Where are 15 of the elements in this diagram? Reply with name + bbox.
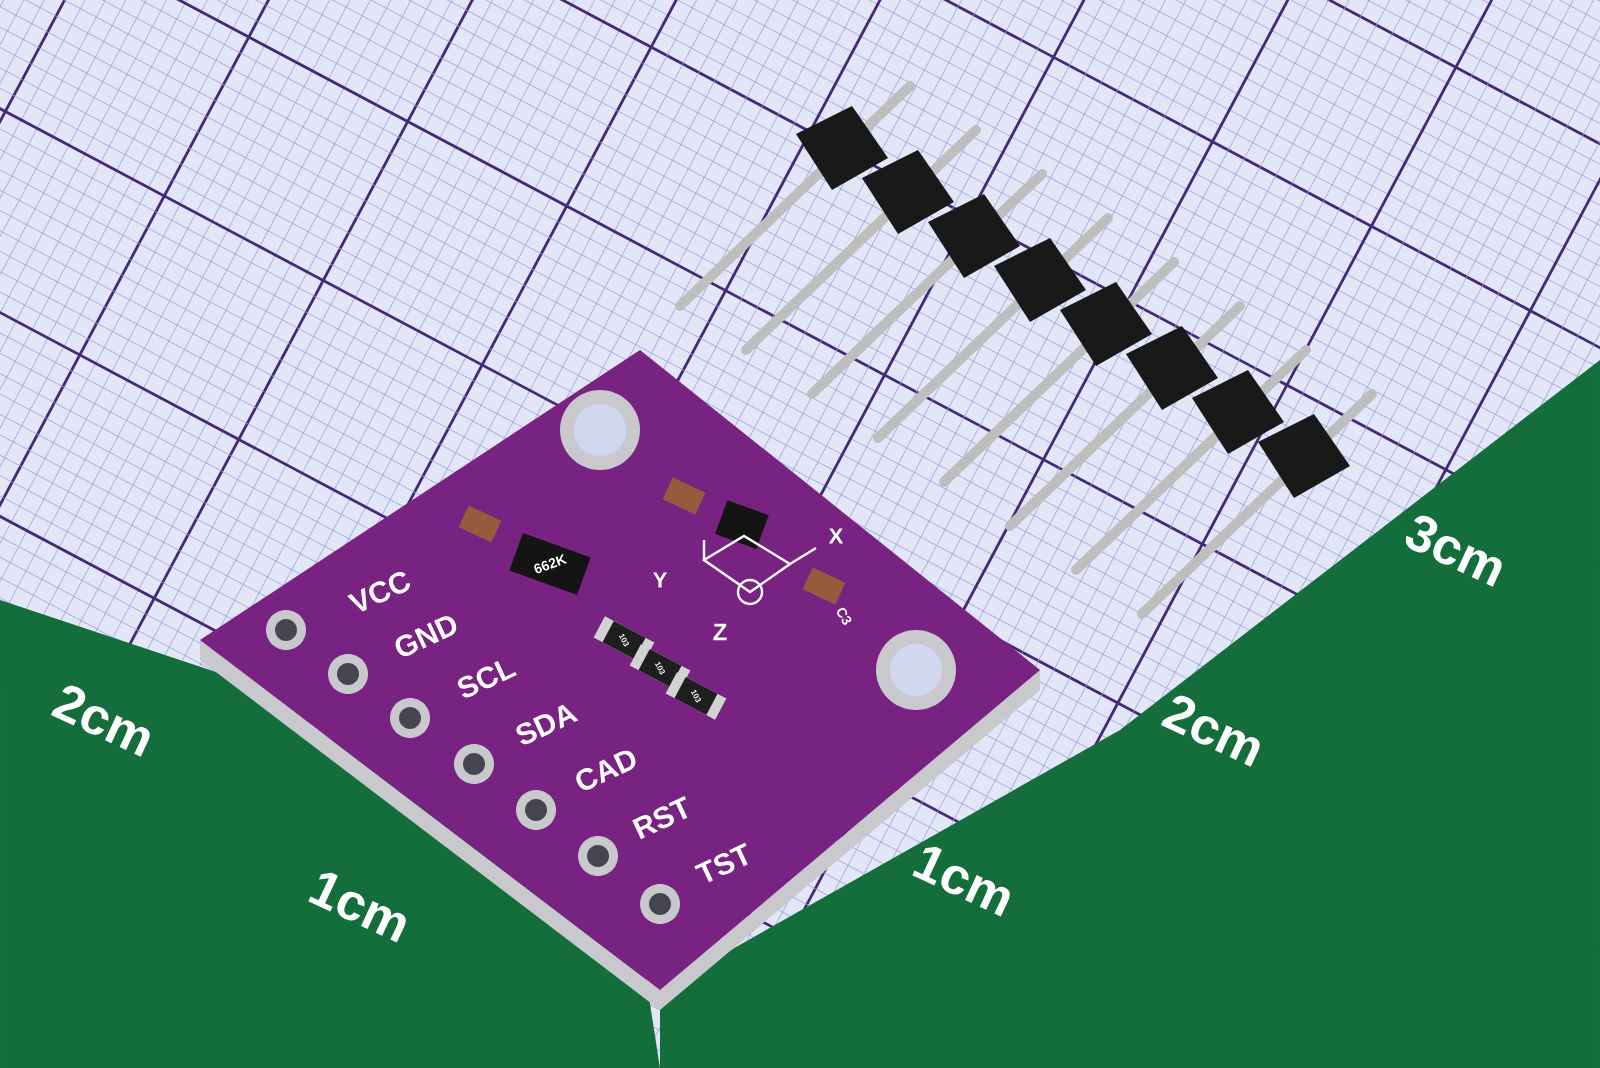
axis-label: Y	[653, 572, 667, 588]
pin-label: RST	[632, 796, 688, 840]
axis-label: X	[828, 528, 844, 544]
ruler-label: 3cm	[1405, 515, 1502, 587]
ruler-label: 2cm	[50, 685, 150, 757]
pin-label: SDA	[516, 704, 579, 745]
pin-label: TST	[694, 842, 748, 883]
ruler-label: 1cm	[308, 872, 406, 943]
pin-label: GND	[395, 616, 457, 657]
axis-label: Z	[713, 623, 727, 641]
pin-label: CAD	[576, 750, 636, 790]
pin-label: SCL	[457, 661, 517, 698]
ruler-label: 1cm	[912, 846, 1010, 917]
ruler-label: 2cm	[1160, 695, 1260, 767]
pin-label: VCC	[347, 572, 410, 612]
